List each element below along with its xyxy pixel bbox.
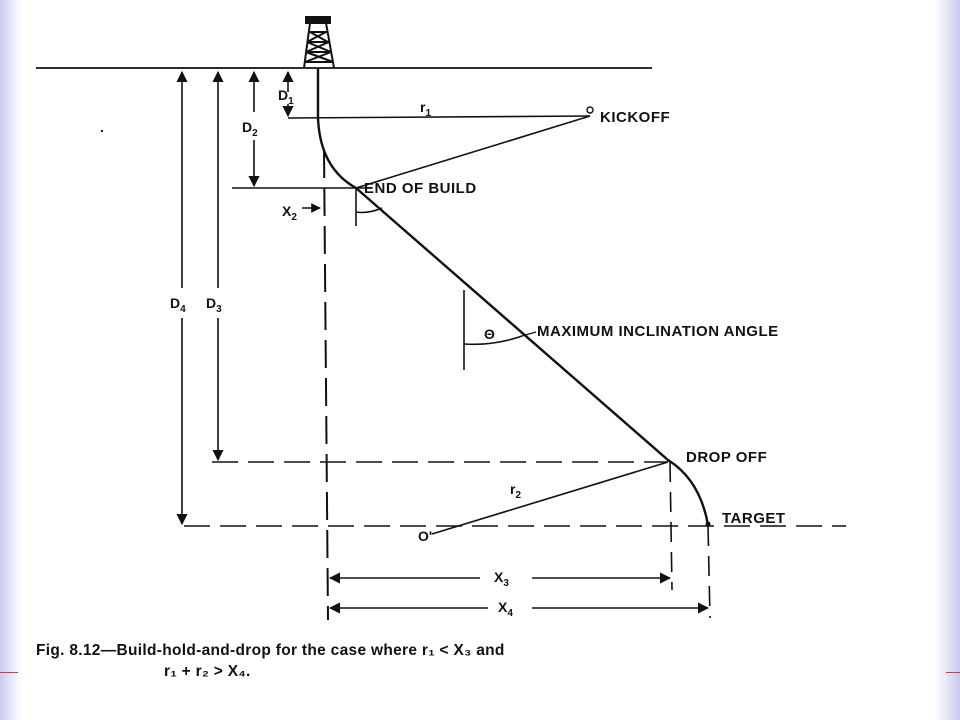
theta-label: Θ [484,326,495,342]
x2-label: X2 [282,203,297,223]
caption-line-2: r₁ + r₂ > X₄. [164,663,251,680]
r2-label: r2 [510,481,521,501]
drilling-rig-icon [303,16,335,69]
radius-r2-line [431,461,669,535]
kickoff-origin-point [586,106,594,114]
slide-accent-rule-left [0,672,18,673]
target-vertical [707,525,711,619]
x3-label: X3 [494,569,509,589]
kickoff-label: KICKOFF [600,109,670,126]
drop-off-label: DROP OFF [686,449,767,466]
end-of-build-label: END OF BUILD [364,180,477,197]
vertical-reference-line [323,149,329,621]
max-inclination-label: MAXIMUM INCLINATION ANGLE [537,323,779,340]
scan-speck [100,129,104,133]
r1-label: r1 [420,99,431,119]
target-label: TARGET [722,510,786,527]
inclination-leader [521,331,537,337]
kickoff-depth-line [287,115,591,119]
target-point [705,521,711,527]
d1-label: D1 [278,87,294,107]
d4-label: D4 [170,295,186,315]
slide-accent-rule-right [946,672,960,673]
d3-label: D3 [206,295,222,315]
radius-r1-line [355,115,591,189]
x4-label: X4 [498,599,513,619]
origin-2-label: O' [418,528,432,544]
inclination-angle-arc [463,335,523,346]
caption-line-1: Fig. 8.12—Build-hold-and-drop for the ca… [36,642,505,659]
figure-caption: Fig. 8.12—Build-hold-and-drop for the ca… [36,640,916,682]
well-path [316,68,710,526]
drop-off-vertical [669,461,673,591]
d2-label: D2 [242,119,258,139]
end-of-build-angle-arc [355,207,383,214]
